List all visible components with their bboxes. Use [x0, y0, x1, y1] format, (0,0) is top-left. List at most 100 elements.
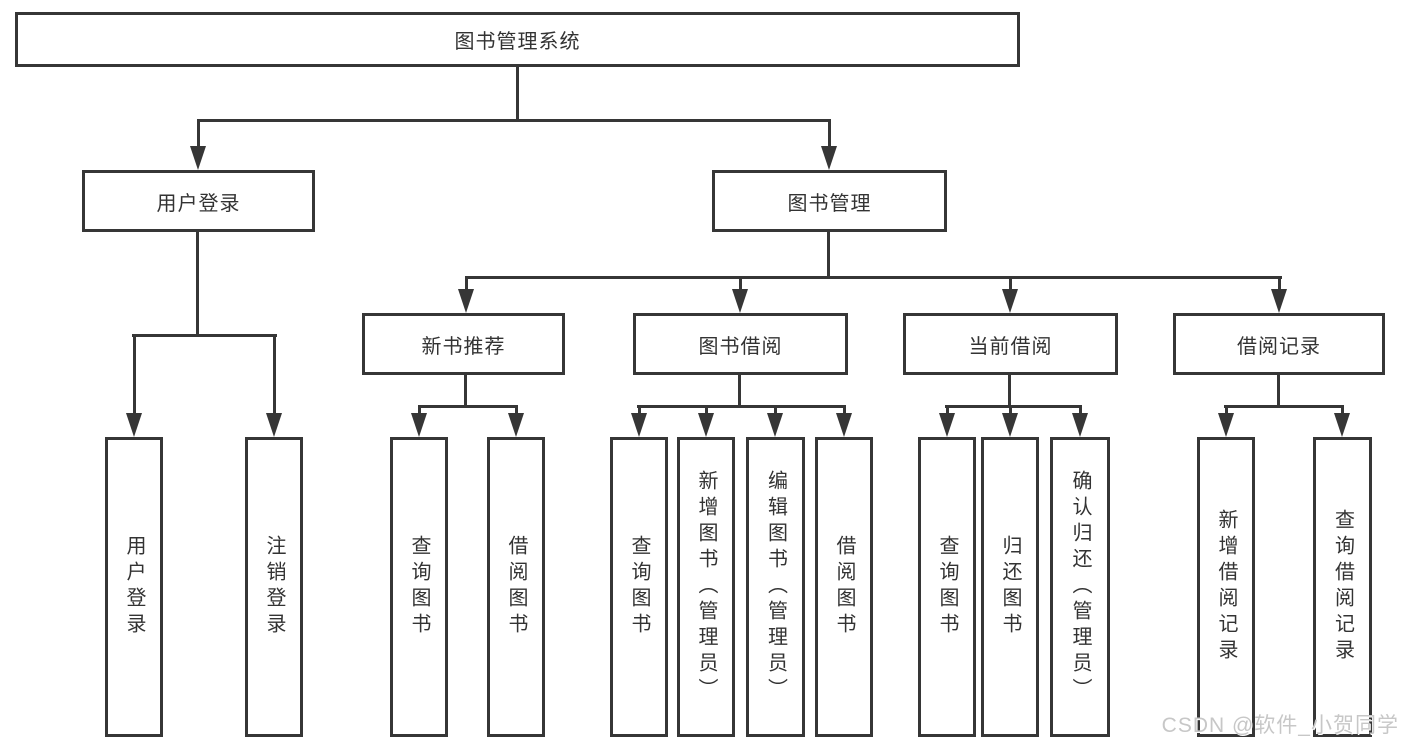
- node-book-borrow-label: 图书借阅: [698, 335, 783, 358]
- connector-arrow: [836, 405, 852, 437]
- leaf-add-books-admin: 新增图书（管理员）: [677, 437, 735, 737]
- connector-stem-current-borrow: [1008, 375, 1011, 407]
- leaf-label: 新增图书（管理员）: [695, 470, 717, 704]
- leaf-label: 归还图书: [999, 535, 1021, 639]
- connector-arrow: [732, 276, 748, 313]
- down-arrow-icon: [1002, 289, 1018, 313]
- connector-stem-root: [516, 67, 519, 122]
- arrow-shaft: [1224, 405, 1228, 419]
- connector-arrow: [411, 405, 427, 437]
- node-current-borrow: 当前借阅: [903, 313, 1118, 375]
- down-arrow-icon: [1072, 413, 1088, 437]
- csdn-watermark: CSDN @软件_小贺同学: [1161, 714, 1399, 737]
- down-arrow-icon: [767, 413, 783, 437]
- down-arrow-icon: [698, 413, 714, 437]
- connector-arrow: [821, 119, 837, 170]
- leaf-borrow-books: 借阅图书: [815, 437, 873, 737]
- connector-arrow: [1218, 405, 1234, 437]
- node-root-label: 图书管理系统: [454, 31, 581, 53]
- down-arrow-icon: [1002, 413, 1018, 437]
- connector-arrow: [1334, 405, 1350, 437]
- leaf-edit-books-admin: 编辑图书（管理员）: [746, 437, 805, 737]
- node-new-book-recommend-label: 新书推荐: [421, 335, 506, 358]
- leaf-confirm-return-admin: 确认归还（管理员）: [1050, 437, 1110, 737]
- connector-arrow: [266, 334, 282, 437]
- connector-rail-borrow-records: [1224, 405, 1344, 408]
- arrow-shaft: [514, 405, 518, 419]
- leaf-label: 查询图书: [936, 535, 958, 639]
- connector-stem-book-management: [827, 232, 830, 278]
- down-arrow-icon: [836, 413, 852, 437]
- down-arrow-icon: [821, 146, 837, 170]
- connector-rail-current-borrow: [945, 405, 1082, 408]
- connector-stem-new-book: [464, 375, 467, 407]
- leaf-label: 确认归还（管理员）: [1069, 470, 1091, 704]
- connector-arrow: [126, 334, 142, 437]
- down-arrow-icon: [126, 413, 142, 437]
- leaf-label: 用户登录: [123, 535, 145, 639]
- leaf-label: 编辑图书（管理员）: [764, 470, 787, 704]
- down-arrow-icon: [190, 146, 206, 170]
- arrow-shaft: [773, 405, 777, 419]
- leaf-query-books: 查询图书: [390, 437, 448, 737]
- arrow-shaft: [842, 405, 846, 419]
- down-arrow-icon: [411, 413, 427, 437]
- connector-rail-root: [197, 119, 831, 122]
- node-borrow-records: 借阅记录: [1173, 313, 1385, 375]
- node-current-borrow-label: 当前借阅: [968, 335, 1053, 358]
- node-root: 图书管理系统: [15, 12, 1020, 67]
- down-arrow-icon: [266, 413, 282, 437]
- connector-stem-borrow-records: [1277, 375, 1280, 407]
- arrow-shaft: [1008, 276, 1012, 295]
- connector-stem-user-login: [196, 232, 199, 336]
- leaf-label: 查询借阅记录: [1331, 509, 1354, 665]
- node-user-login-label: 用户登录: [156, 192, 241, 215]
- connector-rail-book-borrow: [637, 405, 846, 408]
- node-user-login: 用户登录: [82, 170, 315, 232]
- leaf-user-login: 用户登录: [105, 437, 163, 737]
- connector-rail-user-login: [132, 334, 277, 337]
- arrow-shaft: [1340, 405, 1344, 419]
- arrow-shaft: [945, 405, 949, 419]
- arrow-shaft: [637, 405, 641, 419]
- connector-arrow: [508, 405, 524, 437]
- leaf-label: 查询图书: [408, 535, 430, 639]
- connector-arrow: [939, 405, 955, 437]
- leaf-label: 查询图书: [628, 535, 650, 639]
- leaf-label: 借阅图书: [505, 535, 527, 639]
- leaf-label: 借阅图书: [833, 535, 855, 639]
- down-arrow-icon: [939, 413, 955, 437]
- node-book-management: 图书管理: [712, 170, 947, 232]
- arrow-shaft: [827, 119, 831, 152]
- connector-arrow: [190, 119, 206, 170]
- down-arrow-icon: [732, 289, 748, 313]
- arrow-shaft: [132, 334, 136, 419]
- arrow-shaft: [272, 334, 276, 419]
- connector-arrow: [1002, 276, 1018, 313]
- down-arrow-icon: [458, 289, 474, 313]
- node-book-management-label: 图书管理: [787, 192, 872, 215]
- arrow-shaft: [196, 119, 200, 152]
- leaf-add-borrow-record: 新增借阅记录: [1197, 437, 1255, 737]
- leaf-query-borrow-record: 查询借阅记录: [1313, 437, 1372, 737]
- connector-arrow: [1072, 405, 1088, 437]
- node-book-borrow: 图书借阅: [633, 313, 848, 375]
- leaf-return-books: 归还图书: [981, 437, 1039, 737]
- connector-arrow: [1002, 405, 1018, 437]
- down-arrow-icon: [631, 413, 647, 437]
- connector-arrow: [698, 405, 714, 437]
- node-new-book-recommend: 新书推荐: [362, 313, 565, 375]
- connector-stem-book-borrow: [738, 375, 741, 407]
- arrow-shaft: [1008, 405, 1012, 419]
- leaf-borrow-books: 借阅图书: [487, 437, 545, 737]
- arrow-shaft: [704, 405, 708, 419]
- leaf-logout: 注销登录: [245, 437, 303, 737]
- connector-arrow: [631, 405, 647, 437]
- connector-arrow: [1271, 276, 1287, 313]
- leaf-label: 注销登录: [263, 535, 285, 639]
- down-arrow-icon: [1271, 289, 1287, 313]
- node-borrow-records-label: 借阅记录: [1237, 335, 1321, 358]
- down-arrow-icon: [1334, 413, 1350, 437]
- arrow-shaft: [464, 276, 468, 295]
